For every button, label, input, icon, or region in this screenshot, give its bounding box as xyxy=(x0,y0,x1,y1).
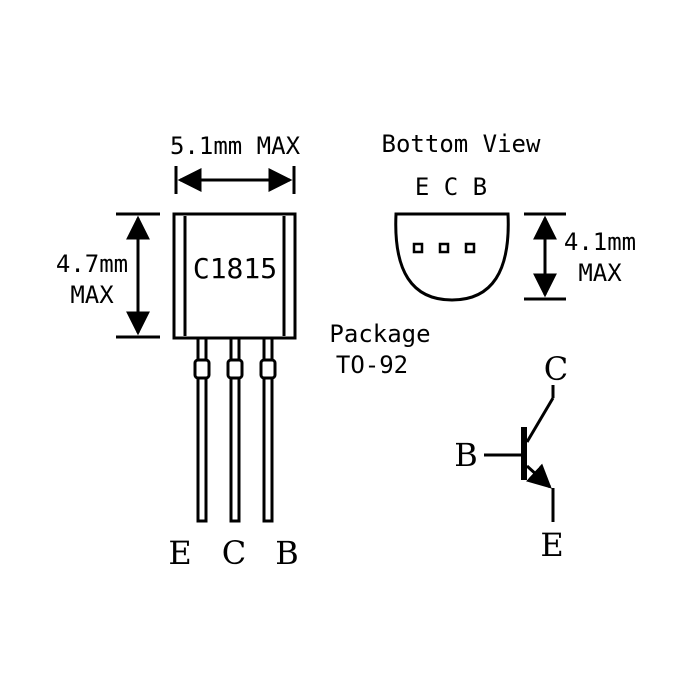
lead-c xyxy=(226,336,244,523)
emitter-diagonal xyxy=(525,463,552,489)
symbol-base-label: B xyxy=(454,436,478,474)
height-dimension-label-line1: 4.7mm xyxy=(56,250,128,278)
package-label-line2: TO-92 xyxy=(336,351,408,379)
bottom-view-pins: E C B xyxy=(415,173,487,201)
pad-c xyxy=(438,242,450,254)
pin-label-e: E xyxy=(168,534,191,572)
depth-dimension-label-line1: 4.1mm xyxy=(564,228,636,256)
bottom-view-title: Bottom View xyxy=(382,130,541,158)
height-dimension-label-line2: MAX xyxy=(70,281,114,309)
pin-label-b: B xyxy=(275,534,299,572)
lead-e xyxy=(193,336,211,523)
pad-b xyxy=(464,242,476,254)
width-dimension-label: 5.1mm MAX xyxy=(170,132,301,160)
pad-e xyxy=(412,242,424,254)
bottom-view: Bottom View E C B 4.1mm MAX xyxy=(382,130,636,302)
package-label: Package TO-92 xyxy=(329,320,430,379)
lead-b xyxy=(259,336,277,523)
part-marking: C1815 xyxy=(193,252,277,285)
symbol-emitter-label: E xyxy=(540,526,563,564)
collector-diagonal xyxy=(525,397,555,443)
package-label-line1: Package xyxy=(329,320,430,348)
depth-dimension-label-line2: MAX xyxy=(578,259,622,287)
npn-transistor-symbol: C B E xyxy=(454,350,568,564)
to92-bottom-outline xyxy=(394,212,510,302)
front-view: 5.1mm MAX 4.7mm MAX C1815 E xyxy=(56,132,301,572)
pin-label-c: C xyxy=(222,534,246,572)
symbol-collector-label: C xyxy=(544,350,568,388)
